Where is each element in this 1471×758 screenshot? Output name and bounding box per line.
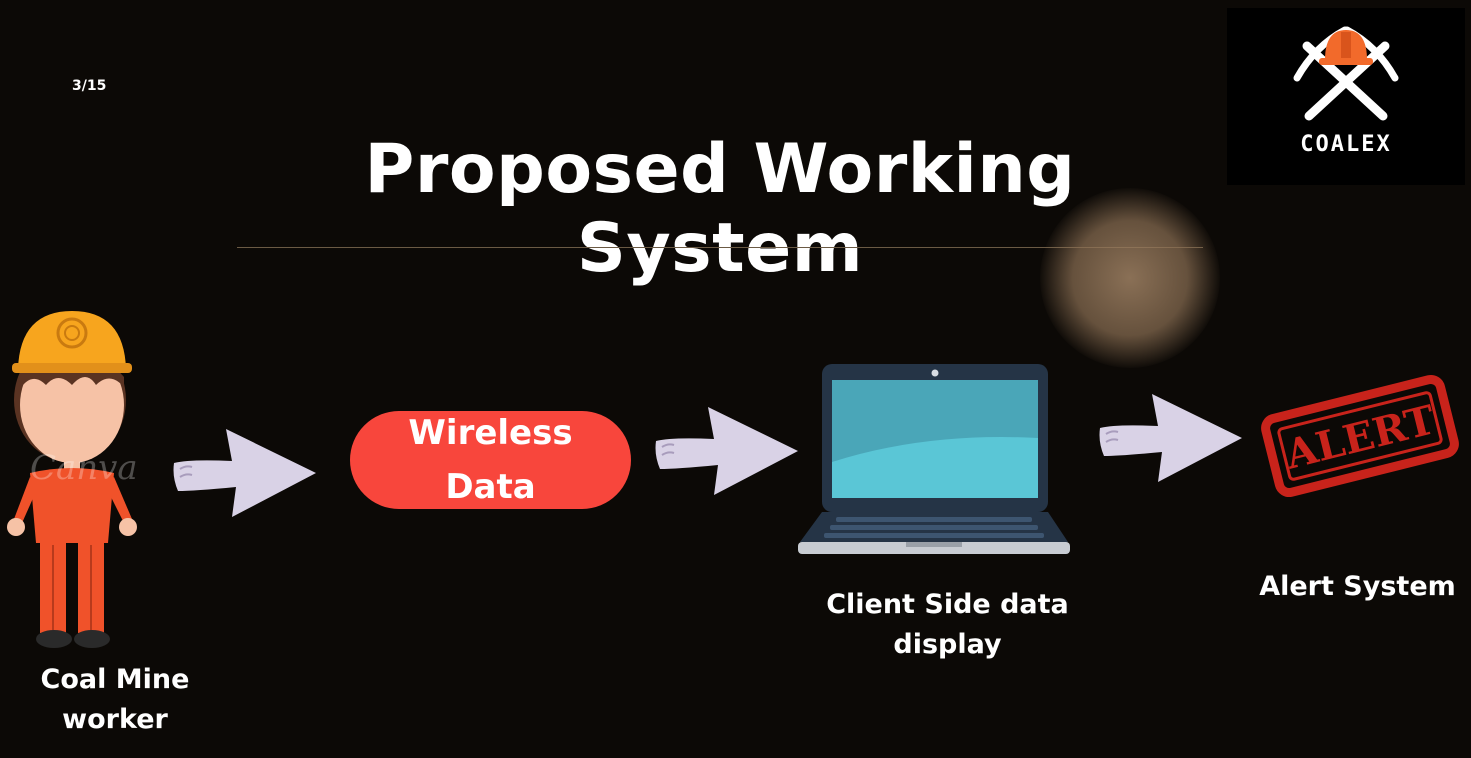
logo-text: COALEX xyxy=(1300,132,1392,157)
laptop-icon xyxy=(798,364,1070,554)
alert-stamp-icon: ALERT xyxy=(1261,374,1459,498)
decorative-glow xyxy=(1040,188,1220,368)
worker-label: Coal Mine worker xyxy=(40,664,190,735)
client-display-label: Client Side data display xyxy=(826,589,1069,660)
arrow-right-icon xyxy=(173,429,316,517)
alert-system-label: Alert System xyxy=(1259,571,1456,602)
coal-mine-worker-icon xyxy=(7,311,137,648)
title-divider xyxy=(237,247,1203,248)
slide-title: Proposed Working System xyxy=(364,130,1076,288)
arrow-right-icon xyxy=(1099,394,1242,482)
arrow-right-icon xyxy=(655,407,798,495)
wireless-data-label: Wireless Data xyxy=(408,413,573,507)
pickaxe-helmet-icon xyxy=(1293,26,1399,121)
page-number: 3/15 xyxy=(72,78,107,94)
coalex-logo: COALEX xyxy=(1227,8,1465,185)
wireless-data-node: Wireless Data xyxy=(350,411,631,509)
canva-watermark: Canva xyxy=(30,448,138,488)
